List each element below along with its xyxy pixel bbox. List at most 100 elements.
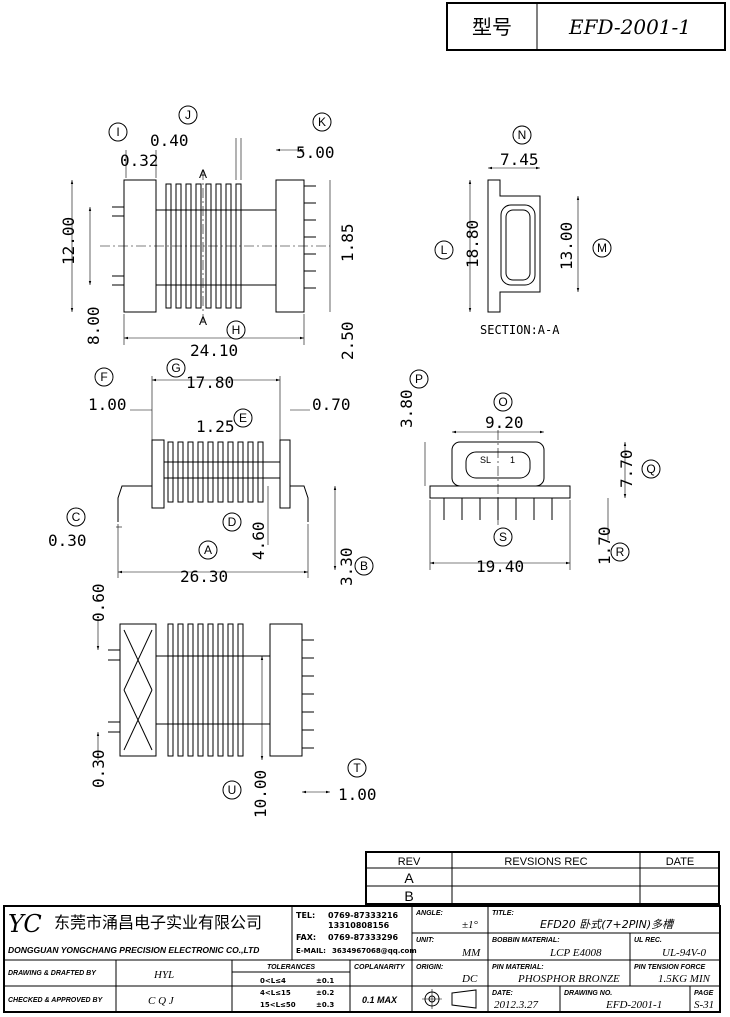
tol-r2-val: ±0.2: [316, 989, 334, 997]
callout-label: N: [518, 128, 527, 142]
callout-r: R: [610, 542, 630, 562]
section-view: [468, 166, 580, 313]
company-logo: YC: [8, 910, 42, 938]
callout-n: N: [512, 125, 532, 145]
callout-s: S: [493, 527, 513, 547]
callout-label: P: [415, 372, 423, 386]
section-caption: SECTION:A-A: [480, 323, 560, 337]
date-label: DATE:: [492, 990, 513, 997]
tel-1: 0769-87333216: [328, 911, 399, 920]
pin-label: PIN MATERIAL:: [492, 964, 544, 971]
dim-A: 26.30: [180, 567, 228, 586]
callout-u: U: [222, 780, 242, 800]
dim-U: 10.00: [251, 770, 270, 818]
callout-p: P: [409, 369, 429, 389]
company-name-en: DONGGUAN YONGCHANG PRECISION ELECTRONIC …: [8, 945, 259, 955]
dim-F: 1.00: [88, 395, 127, 414]
dim-B: 3.30: [337, 547, 356, 586]
bobbin-label: BOBBIN MATERIAL:: [492, 937, 560, 944]
dim-1-85: 1.85: [338, 223, 357, 262]
callout-label: B: [360, 559, 368, 573]
dim-C: 0.30: [48, 531, 87, 550]
callout-label: R: [616, 545, 625, 559]
callout-c: C: [66, 507, 86, 527]
origin-value: DC: [461, 973, 478, 985]
callout-t: T: [347, 758, 367, 778]
title-block: [3, 905, 721, 1013]
callout-label: D: [228, 515, 237, 529]
callout-label: E: [239, 411, 247, 425]
callout-m: M: [592, 238, 612, 258]
callout-g: G: [166, 358, 186, 378]
callout-h: H: [226, 320, 246, 340]
tol-r3-range: 15<L≤50: [260, 1001, 296, 1009]
dim-J: 0.40: [150, 131, 189, 150]
callout-i: I: [108, 122, 128, 142]
callout-f: F: [94, 367, 114, 387]
callout-e: E: [233, 408, 253, 428]
checked-label: CHECKED & APPROVED BY: [8, 997, 104, 1004]
callout-label: S: [499, 530, 507, 544]
tel-label: TEL:: [296, 911, 315, 920]
drawn-label: DRAWING & DRAFTED BY: [8, 970, 97, 977]
callout-label: H: [232, 323, 241, 337]
checked-value: C Q J: [148, 995, 175, 1007]
callout-b: B: [354, 556, 374, 576]
ul-value: UL-94V-0: [662, 947, 707, 959]
pin-value: PHOSPHOR BRONZE: [517, 973, 620, 985]
tension-value: 1.5KG MIN: [658, 973, 711, 985]
dim-Q: 7.70: [617, 449, 636, 488]
callout-label: G: [171, 361, 180, 375]
dim-M: 13.00: [557, 222, 576, 270]
callout-l: L: [434, 240, 454, 260]
dim-0-60: 0.60: [89, 583, 108, 622]
page-label: PAGE: [694, 990, 714, 997]
callout-label: M: [597, 241, 607, 255]
unit-value: MM: [461, 947, 481, 959]
callout-label: O: [498, 395, 507, 409]
date-value: 2012.3.27: [494, 999, 539, 1011]
dim-24-10: 24.10: [190, 341, 238, 360]
rev-header: REV: [398, 856, 421, 868]
dim-K: 5.00: [296, 143, 335, 162]
callout-label: U: [228, 783, 237, 797]
page-value: S-31: [694, 999, 714, 1011]
tol-r1-val: ±0.1: [316, 977, 334, 985]
callout-label: C: [72, 510, 81, 524]
dim-E: 1.25: [196, 417, 235, 436]
tel-2: 13310808156: [328, 921, 390, 930]
side-tag: SL: [480, 455, 491, 465]
tol-r2-range: 4<L≤15: [260, 989, 291, 997]
email-value: 3634967068@qq.com: [332, 947, 417, 955]
projection-symbol-icon: [422, 989, 477, 1009]
callout-label: L: [441, 243, 448, 257]
callout-label: J: [185, 108, 191, 122]
dim-0-30-bottom: 0.30: [89, 749, 108, 788]
tension-label: PIN TENSION FORCE: [634, 964, 706, 971]
callout-k: K: [312, 112, 332, 132]
model-box: 型号 EFD-2001-1: [446, 2, 726, 51]
dim-T: 1.00: [338, 785, 377, 804]
tol-r1-range: 0<L≤4: [260, 977, 286, 985]
dim-P: 3.80: [397, 389, 416, 428]
revision-table: [365, 851, 720, 905]
angle-label: ANGLE:: [415, 910, 443, 917]
callout-label: K: [318, 115, 326, 129]
callout-label: F: [100, 370, 107, 384]
dim-O: 9.20: [485, 413, 524, 432]
callout-label: Q: [646, 462, 655, 476]
dim-G: 17.80: [186, 373, 234, 392]
dim-S: 19.40: [476, 557, 524, 576]
model-label: 型号: [472, 15, 512, 39]
origin-label: ORIGIN:: [416, 964, 443, 971]
angle-value: ±1°: [462, 919, 479, 931]
dim-R: 1.70: [595, 526, 614, 565]
top-view: A A: [70, 138, 331, 345]
company-name-cn: 东莞市涌昌电子实业有限公司: [54, 913, 262, 932]
drawn-value: HYL: [153, 969, 174, 981]
callout-q: Q: [641, 459, 661, 479]
side-view: [424, 430, 627, 570]
dim-N: 7.45: [500, 150, 539, 169]
callout-label: A: [204, 543, 212, 557]
